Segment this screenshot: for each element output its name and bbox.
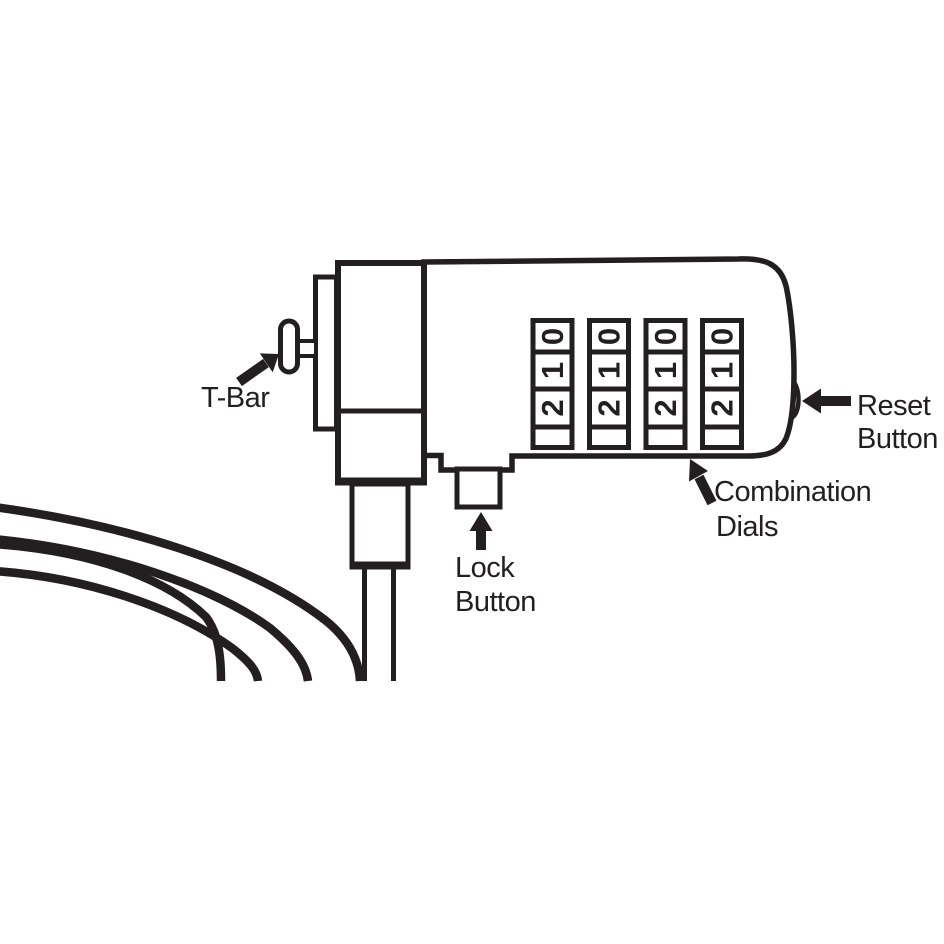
lock-head-block — [335, 260, 427, 485]
combination-dials-arrow — [689, 459, 717, 506]
combination-dials-label-line1: Combination — [714, 476, 871, 508]
combination-dial-2: 0 1 2 — [587, 318, 631, 450]
lock-button-label-line2: Button — [455, 586, 536, 618]
dial-digit: 0 — [535, 328, 570, 345]
arrow-shaft — [236, 358, 269, 387]
dial-digit: 0 — [705, 328, 740, 345]
arrow-head — [259, 353, 279, 373]
dial-digit: 1 — [592, 362, 627, 379]
arrow-head — [689, 459, 708, 482]
dial-digit: 1 — [535, 362, 570, 379]
dial-digit: 1 — [648, 362, 683, 379]
dial-digit: 2 — [592, 399, 627, 416]
combination-dial-1: 0 1 2 — [530, 318, 575, 450]
combination-dial-4: 0 1 2 — [700, 318, 744, 450]
reset-button-label-line2: Button — [857, 423, 938, 455]
cable-strand-inner — [0, 567, 263, 682]
lock-button-label-line1: Lock — [455, 552, 515, 584]
cable-strand-3 — [0, 540, 226, 682]
t-bar-arrow — [236, 353, 279, 387]
dial-digit: 2 — [705, 399, 740, 416]
arrow-head — [802, 388, 821, 414]
callout-arrows — [236, 353, 851, 550]
lock-button — [454, 466, 503, 510]
cable-strand-outer — [0, 503, 365, 682]
dial-digit: 1 — [705, 362, 740, 379]
t-bar-plate — [313, 274, 339, 432]
dial-digit: 2 — [648, 399, 683, 416]
lock-button-arrow — [469, 512, 493, 550]
t-bar-label: T-Bar — [201, 382, 270, 414]
dial-digit: 0 — [592, 328, 627, 345]
t-bar-knob — [278, 318, 300, 375]
reset-button-arrow — [802, 388, 851, 414]
arrow-shaft — [694, 474, 717, 506]
combination-dials-label-line2: Dials — [716, 511, 778, 543]
arrow-head — [469, 512, 493, 531]
reset-button-label-line1: Reset — [857, 390, 931, 422]
callout-labels: T-Bar Reset Button Combination Dials Loc… — [201, 382, 938, 618]
security-cable — [0, 503, 365, 682]
combination-dials: 0 1 2 0 1 2 0 1 2 — [530, 318, 744, 450]
dial-digit: 0 — [648, 328, 683, 345]
dial-digit: 2 — [535, 399, 570, 416]
cable-collar — [349, 481, 411, 567]
combination-dial-3: 0 1 2 — [643, 318, 688, 450]
